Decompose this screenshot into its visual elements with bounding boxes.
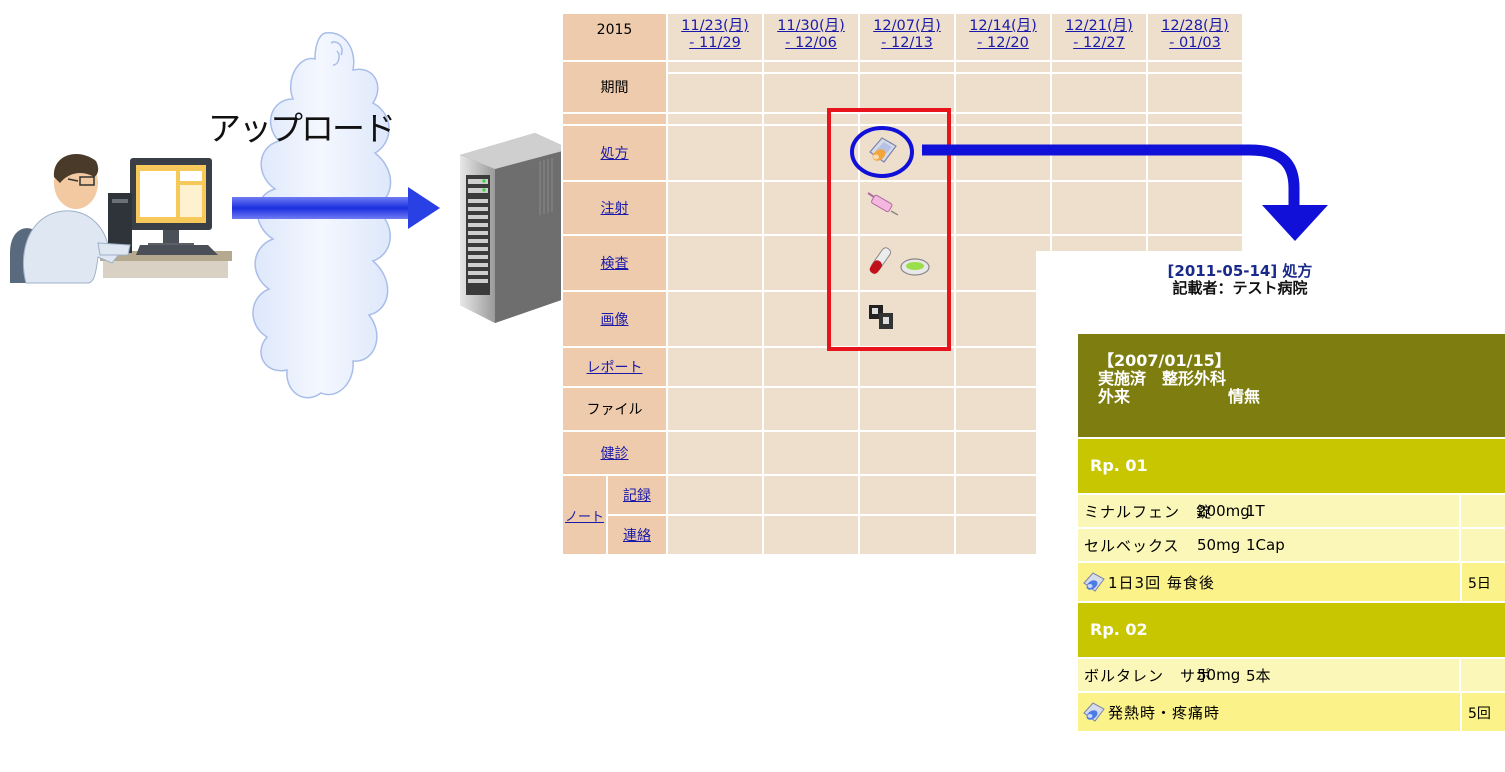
drug-unit: 1Cap	[1246, 536, 1285, 554]
rp-header: Rp. 01	[1078, 439, 1505, 493]
note-record-link[interactable]: 記録	[623, 488, 651, 504]
week-link[interactable]: 12/07(月)- 12/13	[873, 18, 941, 51]
note-contact-link[interactable]: 連絡	[623, 528, 651, 544]
prescription-date: 【2007/01/15】	[1098, 351, 1231, 370]
note-link[interactable]: ノート	[565, 509, 605, 525]
upload-label: アップロード	[208, 109, 396, 148]
report-row-label: レポート	[563, 348, 666, 386]
drug-row: ボルタレン サポ 50mg 5本	[1078, 659, 1505, 691]
drug-dose: 50mg	[1197, 666, 1241, 684]
image-film-icon[interactable]	[866, 302, 896, 332]
file-row-label: ファイル	[563, 388, 666, 430]
arrow-shaft	[1000, 144, 1300, 210]
week-link[interactable]: 11/23(月)- 11/29	[681, 18, 749, 51]
arrow-head	[1262, 205, 1328, 241]
prescription-panel: 【2007/01/15】 実施済 整形外科 外来 情無 Rp. 01 ミナルフェ…	[1078, 334, 1505, 731]
usage-row: 発熱時・疼痛時 5回	[1078, 693, 1505, 731]
upload-arrow	[232, 187, 440, 229]
injection-row-label: 注射	[563, 182, 666, 234]
week-header: 12/14(月)- 12/20	[956, 14, 1050, 60]
drug-name: セルベックス	[1084, 536, 1180, 555]
injection-link[interactable]: 注射	[600, 201, 629, 217]
medicine-icon	[1083, 702, 1105, 722]
petri-dish-icon[interactable]	[898, 254, 932, 278]
week-link[interactable]: 12/28(月)- 01/03	[1161, 18, 1229, 51]
medicine-icon	[1083, 572, 1105, 592]
server-illustration	[460, 133, 570, 323]
usage-days: 5回	[1468, 706, 1491, 722]
week-header: 11/30(月)- 12/06	[764, 14, 858, 60]
detail-title-date: [2011-05-14] 処方	[1167, 262, 1313, 280]
drug-dose: 200mg	[1197, 502, 1250, 520]
detail-title-author: 記載者：テスト病院	[1172, 279, 1308, 297]
info-status: 情無	[1228, 387, 1261, 406]
checkup-row-label: 健診	[563, 432, 666, 474]
drug-dose: 50mg	[1197, 536, 1241, 554]
detail-title: [2011-05-14] 処方 記載者：テスト病院	[1120, 263, 1360, 297]
examination-row-label: 検査	[563, 236, 666, 290]
usage-days: 5日	[1468, 576, 1491, 592]
drug-unit: 5本	[1246, 666, 1271, 685]
week-link[interactable]: 12/21(月)- 12/27	[1065, 18, 1133, 51]
drug-name: ミナルフェン 錠	[1084, 502, 1213, 521]
examination-cell[interactable]	[860, 236, 954, 290]
prescription-link[interactable]: 処方	[600, 146, 629, 162]
prescription-status: 実施済 整形外科	[1098, 369, 1227, 388]
imaging-link[interactable]: 画像	[600, 312, 629, 328]
week-header: 12/07(月)- 12/13	[860, 14, 954, 60]
highlight-box	[827, 108, 951, 351]
checkup-link[interactable]: 健診	[600, 446, 629, 462]
period-row-label: 期間	[563, 62, 666, 112]
usage-text: 発熱時・疼痛時	[1108, 704, 1221, 722]
drug-row: セルベックス 50mg 1Cap	[1078, 529, 1505, 561]
week-link[interactable]: 12/14(月)- 12/20	[969, 18, 1037, 51]
examination-link[interactable]: 検査	[600, 256, 629, 272]
imaging-cell[interactable]	[860, 292, 954, 346]
drug-unit: 1T	[1246, 502, 1265, 520]
report-link[interactable]: レポート	[586, 360, 643, 376]
year-header: 2015	[563, 14, 666, 60]
note-row-label: ノート 記録 連絡	[563, 476, 666, 554]
week-header: 12/21(月)- 12/27	[1052, 14, 1146, 60]
drug-row: ミナルフェン 錠 200mg 1T	[1078, 495, 1505, 527]
test-tube-icon[interactable]	[866, 244, 894, 278]
usage-text: 1日3回 毎食後	[1108, 574, 1215, 592]
imaging-row-label: 画像	[563, 292, 666, 346]
syringe-icon[interactable]	[866, 191, 900, 221]
prescription-header: 【2007/01/15】 実施済 整形外科 外来 情無	[1078, 334, 1505, 437]
week-link[interactable]: 11/30(月)- 12/06	[777, 18, 845, 51]
drug-name: ボルタレン サポ	[1084, 666, 1213, 685]
timeline-table: 2015 11/23(月)- 11/29 11/30(月)- 12/06 12/…	[561, 12, 1244, 556]
prescription-icon[interactable]	[866, 134, 900, 168]
week-header: 11/23(月)- 11/29	[668, 14, 762, 60]
visit-type: 外来	[1098, 387, 1131, 406]
week-header: 12/28(月)- 01/03	[1148, 14, 1242, 60]
rp-header: Rp. 02	[1078, 603, 1505, 657]
user-at-computer-illustration	[10, 154, 232, 284]
injection-cell[interactable]	[860, 182, 954, 234]
prescription-row-label: 処方	[563, 126, 666, 180]
usage-row: 1日3回 毎食後 5日	[1078, 563, 1505, 601]
